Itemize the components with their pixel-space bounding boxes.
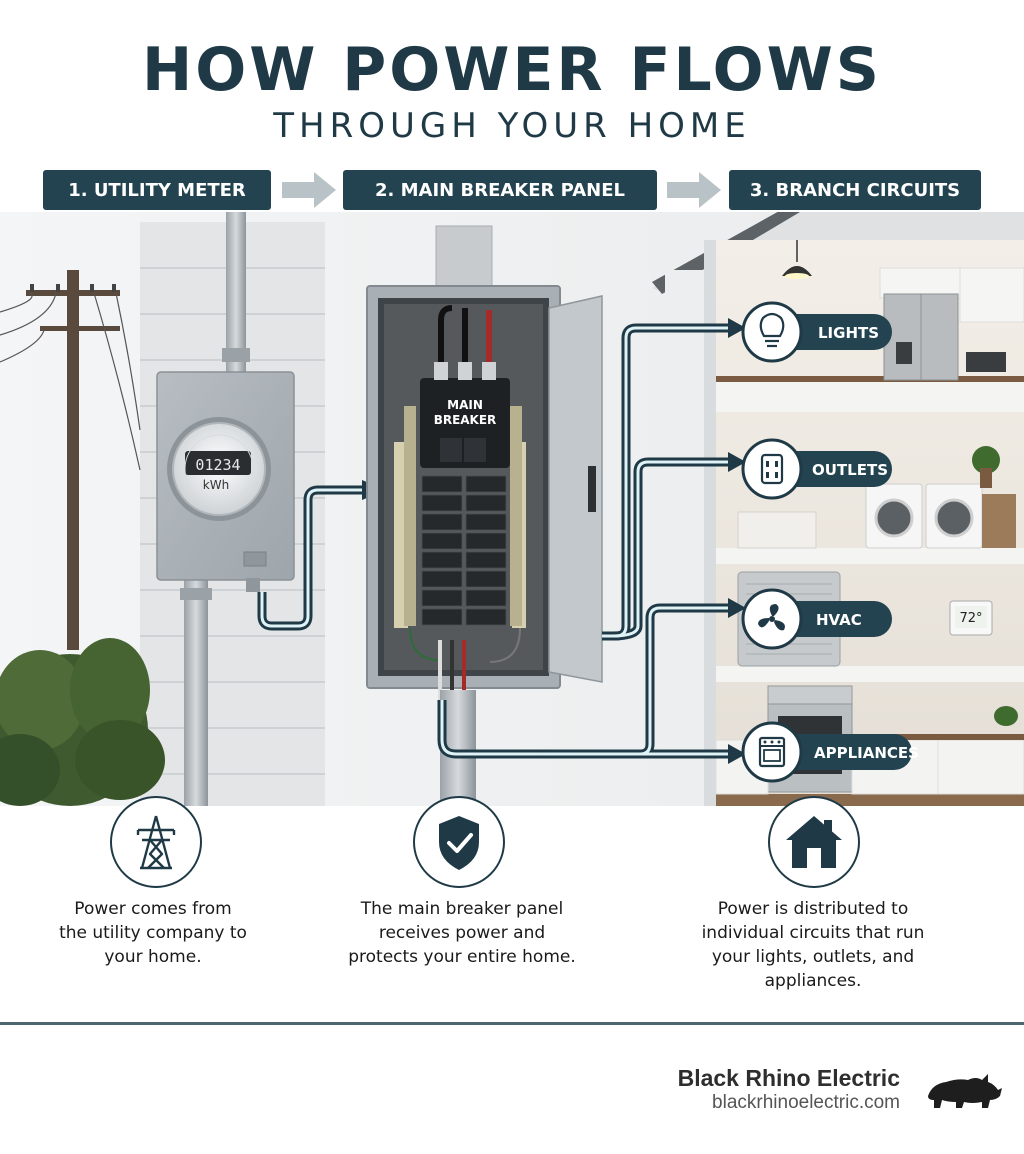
- utility-meter: [156, 371, 295, 592]
- step-branch-circuits: 3. BRANCH CIRCUITS: [729, 170, 981, 210]
- shrub: [0, 638, 165, 806]
- brand-url: blackrhinoelectric.com: [712, 1092, 900, 1113]
- house-icon: [768, 796, 860, 888]
- meter-unit: kWh: [203, 478, 229, 492]
- branch-wires: [437, 318, 746, 764]
- main-breaker-label-line1: MAIN: [447, 398, 483, 412]
- description-utility: Power comes from the utility company to …: [59, 899, 247, 967]
- shield-check-icon: [413, 796, 505, 888]
- rhino-logo: [928, 1074, 1002, 1108]
- step-utility-meter: 1. UTILITY METER: [43, 170, 271, 210]
- footer-divider: [0, 1022, 1024, 1025]
- circuit-appliances: APPLIANCES: [741, 721, 919, 783]
- brand-block: Black Rhino Electric blackrhinoelectric.…: [678, 1064, 900, 1114]
- power-tower-icon: [110, 796, 202, 888]
- circuit-appliances-label: APPLIANCES: [814, 744, 919, 762]
- circuit-lights-label: LIGHTS: [818, 324, 879, 342]
- description-panel: The main breaker panel receives power an…: [348, 899, 576, 967]
- brand-name: Black Rhino Electric: [677, 1065, 900, 1091]
- lightbulb-icon: [759, 312, 785, 348]
- page-title: HOW POWER FLOWS: [141, 35, 882, 105]
- meter-reading: 01234: [195, 456, 240, 474]
- main-breaker-panel: [366, 285, 603, 700]
- power-flow-scene: 01234 kWh: [0, 212, 1024, 806]
- circuit-lights: LIGHTS: [741, 301, 892, 363]
- outlet-icon: [760, 453, 784, 485]
- circuit-outlets-label: OUTLETS: [812, 461, 888, 479]
- circuit-hvac: HVAC: [741, 588, 892, 650]
- arrow-right-icon: [282, 172, 336, 208]
- arrow-right-icon: [667, 172, 721, 208]
- oven-icon: [758, 736, 786, 768]
- circuit-outlets: OUTLETS: [741, 438, 892, 500]
- thermostat-reading: 72°: [959, 611, 982, 626]
- house-cutaway: [652, 212, 1024, 806]
- step-main-breaker-panel: 2. MAIN BREAKER PANEL: [343, 170, 657, 210]
- fan-icon: [758, 604, 785, 631]
- circuit-hvac-label: HVAC: [816, 611, 862, 629]
- description-circuits: Power is distributed to individual circu…: [701, 899, 925, 991]
- utility-pole-icon: [0, 270, 141, 650]
- main-breaker-label-line2: BREAKER: [434, 413, 497, 427]
- page-subtitle: THROUGH YOUR HOME: [273, 106, 751, 146]
